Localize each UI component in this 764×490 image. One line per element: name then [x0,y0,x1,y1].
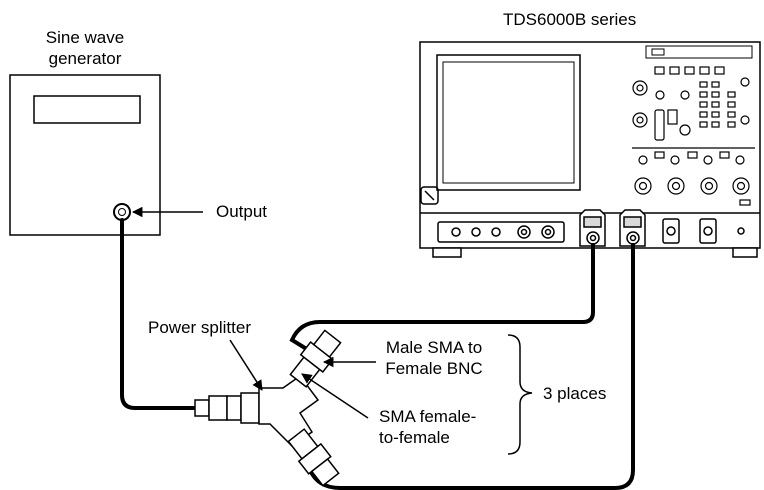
adapter-sma-ff-line1: SMA female- [379,407,477,426]
generator-title: Sine wave generator [10,27,160,69]
oscilloscope [419,41,761,258]
sma-ff-arrow [301,373,369,419]
front-io-panel [437,221,565,243]
channel-input-4 [699,218,717,244]
power-splitter-arrow [229,339,263,391]
adapter-sma-bnc-label: Male SMA to Female BNC [372,337,496,379]
generator-cable [120,218,197,410]
channel-2-cable [308,243,635,490]
three-places-brace [507,334,533,455]
cables [120,218,635,490]
output-label: Output [216,202,268,221]
generator-title-line2: generator [48,49,122,68]
adapter-sma-ff-label: SMA female- to-female [379,406,476,448]
sine-wave-generator [9,74,161,236]
adapter-sma-ff-line2: to-female [379,428,450,447]
power-splitter-label: Power splitter [148,318,251,337]
three-places-label: 3 places [543,384,607,403]
scope-series-label: TDS6000B series [503,10,637,29]
channel-1-cable [289,243,595,350]
channel-input-3 [662,218,680,244]
adapter-sma-bnc-line1: Male SMA to [385,338,483,357]
channel-1-adapter [579,209,606,247]
annotations [131,206,533,455]
channel-2-adapter [619,209,646,247]
power-splitter [194,329,342,487]
generator-title-line1: Sine wave [45,28,125,47]
adapter-sma-bnc-line2: Female BNC [385,359,483,378]
